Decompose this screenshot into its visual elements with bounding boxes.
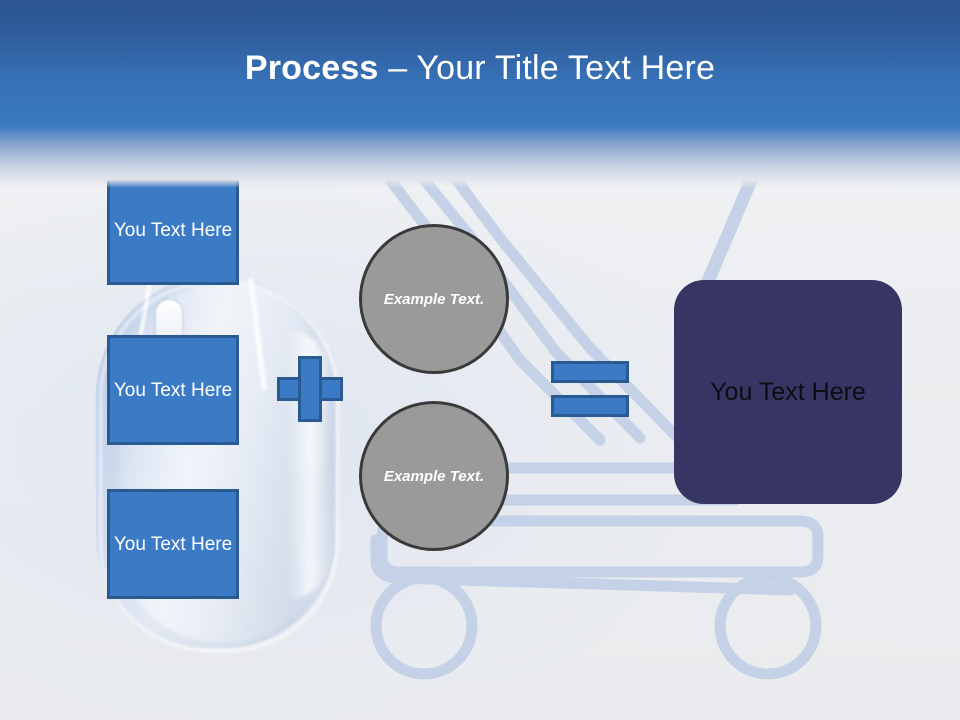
example-circle-1[interactable]: Example Text. <box>359 224 509 374</box>
page-title-regular: – Your Title Text Here <box>378 49 716 87</box>
equals-icon-bottom-bar <box>551 395 629 417</box>
equals-icon-top-bar <box>551 361 629 383</box>
input-box-2[interactable]: You Text Here <box>107 335 239 445</box>
plus-icon <box>277 356 343 422</box>
input-box-3[interactable]: You Text Here <box>107 489 239 599</box>
input-box-1-label: You Text Here <box>113 219 233 241</box>
page-title-bold: Process <box>244 49 379 87</box>
input-box-1[interactable]: You Text Here <box>107 175 239 285</box>
input-box-2-label: You Text Here <box>113 379 233 401</box>
result-box[interactable]: You Text Here <box>674 280 902 504</box>
page-title: Process – Your Title Text Here <box>0 48 960 88</box>
input-box-3-label: You Text Here <box>113 533 233 555</box>
example-circle-2[interactable]: Example Text. <box>359 401 509 551</box>
example-circle-1-label: Example Text. <box>383 290 485 308</box>
title-band-fade <box>0 126 960 188</box>
equals-icon <box>551 361 629 417</box>
result-box-label: You Text Here <box>710 377 866 406</box>
example-circle-2-label: Example Text. <box>383 467 485 485</box>
plus-icon-center <box>301 380 319 398</box>
title-band <box>0 0 960 126</box>
